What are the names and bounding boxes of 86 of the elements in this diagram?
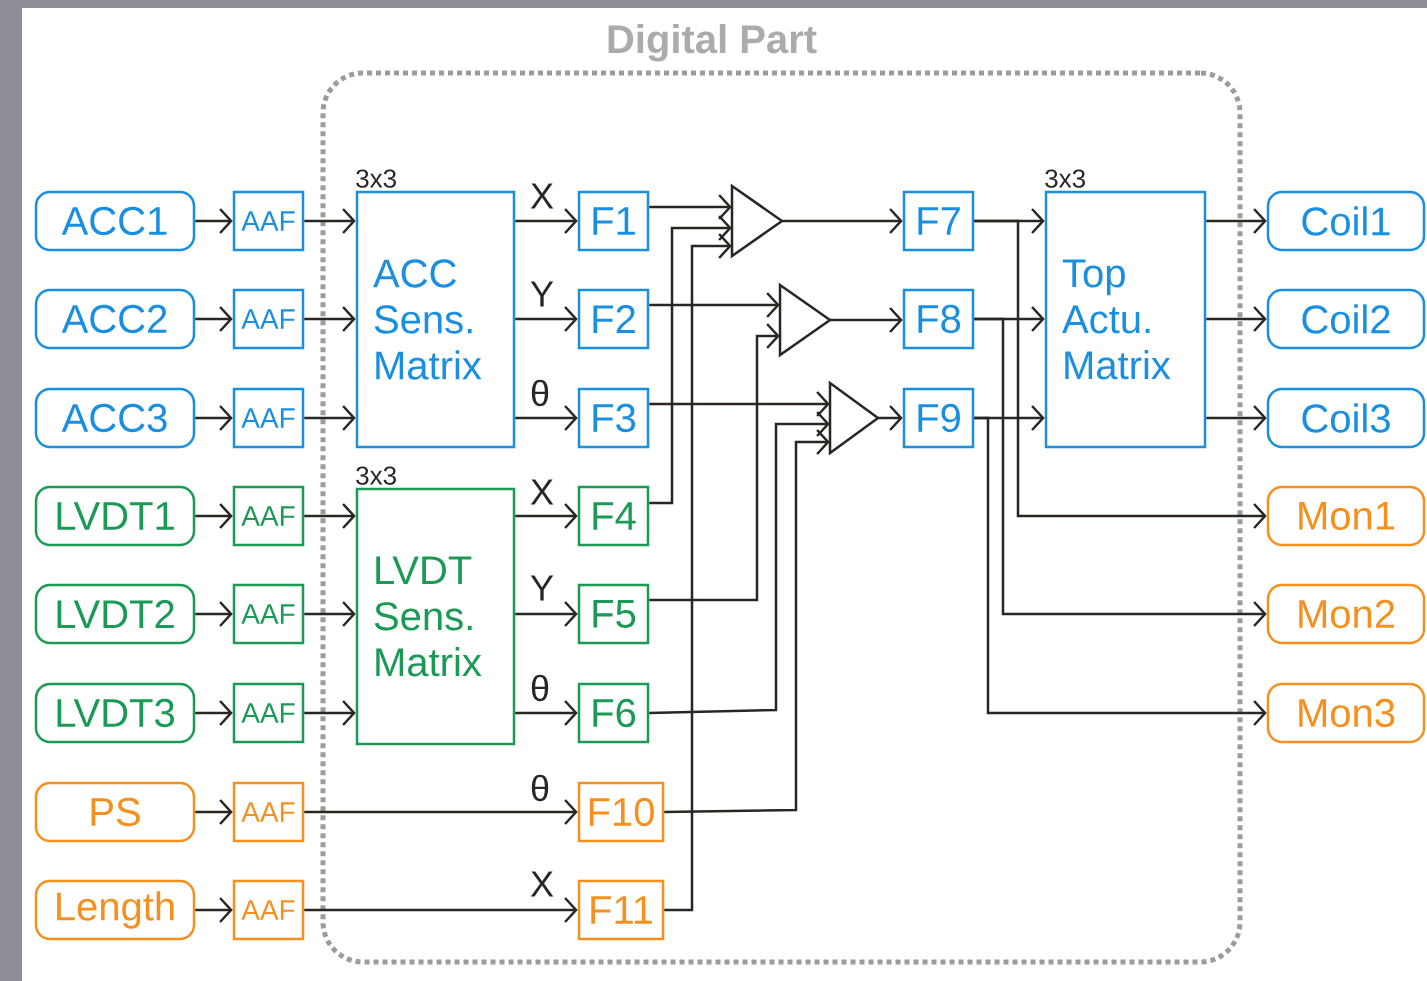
- filter-box: F7: [902, 190, 975, 252]
- arrow: [974, 416, 1267, 726]
- filter-box: AAF: [232, 682, 305, 744]
- filter-box: AAF: [232, 387, 305, 449]
- arrow: [304, 503, 356, 529]
- filter-box: F9: [902, 387, 975, 449]
- arrow: [1206, 405, 1267, 431]
- edge-label: X: [529, 478, 555, 506]
- filter-box: F2: [577, 288, 650, 350]
- matrix-size-label: 3x3: [1045, 169, 1085, 188]
- filter-box: F8: [902, 288, 975, 350]
- signal-box: LVDT2: [34, 583, 196, 645]
- arrow: [304, 306, 356, 332]
- arrow: [515, 700, 578, 726]
- signal-box: Length: [34, 879, 196, 941]
- edge-label: X: [529, 870, 555, 898]
- signal-box: Coil2: [1266, 288, 1426, 350]
- arrow: [649, 411, 830, 715]
- filter-box: F11: [577, 879, 665, 941]
- arrow: [195, 503, 233, 529]
- filter-box: AAF: [232, 485, 305, 547]
- signal-box: ACC3: [34, 387, 196, 449]
- filter-box: AAF: [232, 879, 305, 941]
- signal-box: Mon3: [1266, 682, 1426, 744]
- edge-label: X: [529, 182, 555, 210]
- arrow: [195, 700, 233, 726]
- arrow: [830, 307, 903, 333]
- arrow: [195, 897, 233, 923]
- arrow: [304, 405, 356, 431]
- arrow: [304, 208, 356, 234]
- arrow: [195, 208, 233, 234]
- signal-box: Coil1: [1266, 190, 1426, 252]
- arrow: [649, 292, 780, 318]
- edge-label: θ: [529, 673, 551, 703]
- signal-box: ACC2: [34, 288, 196, 350]
- arrow: [664, 233, 732, 912]
- signal-box: LVDT1: [34, 485, 196, 547]
- matrix-box: LVDT Sens. Matrix: [355, 487, 516, 746]
- filter-box: AAF: [232, 781, 305, 843]
- filter-box: F5: [577, 583, 650, 645]
- arrow: [195, 799, 233, 825]
- matrix-size-label: 3x3: [356, 169, 396, 188]
- node-label: Digital Part: [608, 24, 817, 62]
- filter-box: AAF: [232, 583, 305, 645]
- arrow: [649, 215, 732, 505]
- filter-box: F3: [577, 387, 650, 449]
- arrow: [515, 405, 578, 431]
- arrow: [304, 799, 578, 825]
- arrow: [1206, 306, 1267, 332]
- arrow: [515, 503, 578, 529]
- edge-label: θ: [529, 378, 551, 408]
- arrow: [664, 429, 830, 814]
- edge-label: Y: [529, 574, 555, 602]
- arrow: [515, 601, 578, 627]
- arrow: [515, 306, 578, 332]
- signal-box: Mon2: [1266, 583, 1426, 645]
- arrow: [515, 208, 578, 234]
- matrix-size-label: 3x3: [356, 466, 396, 485]
- arrow: [974, 219, 1267, 529]
- arrow: [649, 323, 780, 602]
- signal-box: PS: [34, 781, 196, 843]
- arrow: [195, 405, 233, 431]
- filter-box: F4: [577, 485, 650, 547]
- arrow: [974, 317, 1267, 627]
- arrow: [195, 601, 233, 627]
- arrow: [1206, 208, 1267, 234]
- arrow: [304, 700, 356, 726]
- arrow: [304, 897, 578, 923]
- signal-box: Coil3: [1266, 387, 1426, 449]
- arrow: [195, 306, 233, 332]
- filter-box: F10: [577, 781, 665, 843]
- signal-box: LVDT3: [34, 682, 196, 744]
- filter-box: F6: [577, 682, 650, 744]
- arrow: [649, 194, 732, 220]
- matrix-box: ACC Sens. Matrix: [355, 190, 516, 449]
- signal-box: Mon1: [1266, 485, 1426, 547]
- arrow: [782, 208, 903, 234]
- matrix-box: Top Actu. Matrix: [1044, 190, 1207, 449]
- filter-box: AAF: [232, 190, 305, 252]
- arrow: [304, 601, 356, 627]
- signal-box: ACC1: [34, 190, 196, 252]
- filter-box: AAF: [232, 288, 305, 350]
- edge-label: θ: [529, 773, 551, 803]
- edge-label: Y: [529, 280, 555, 308]
- filter-box: F1: [577, 190, 650, 252]
- arrow: [649, 391, 830, 417]
